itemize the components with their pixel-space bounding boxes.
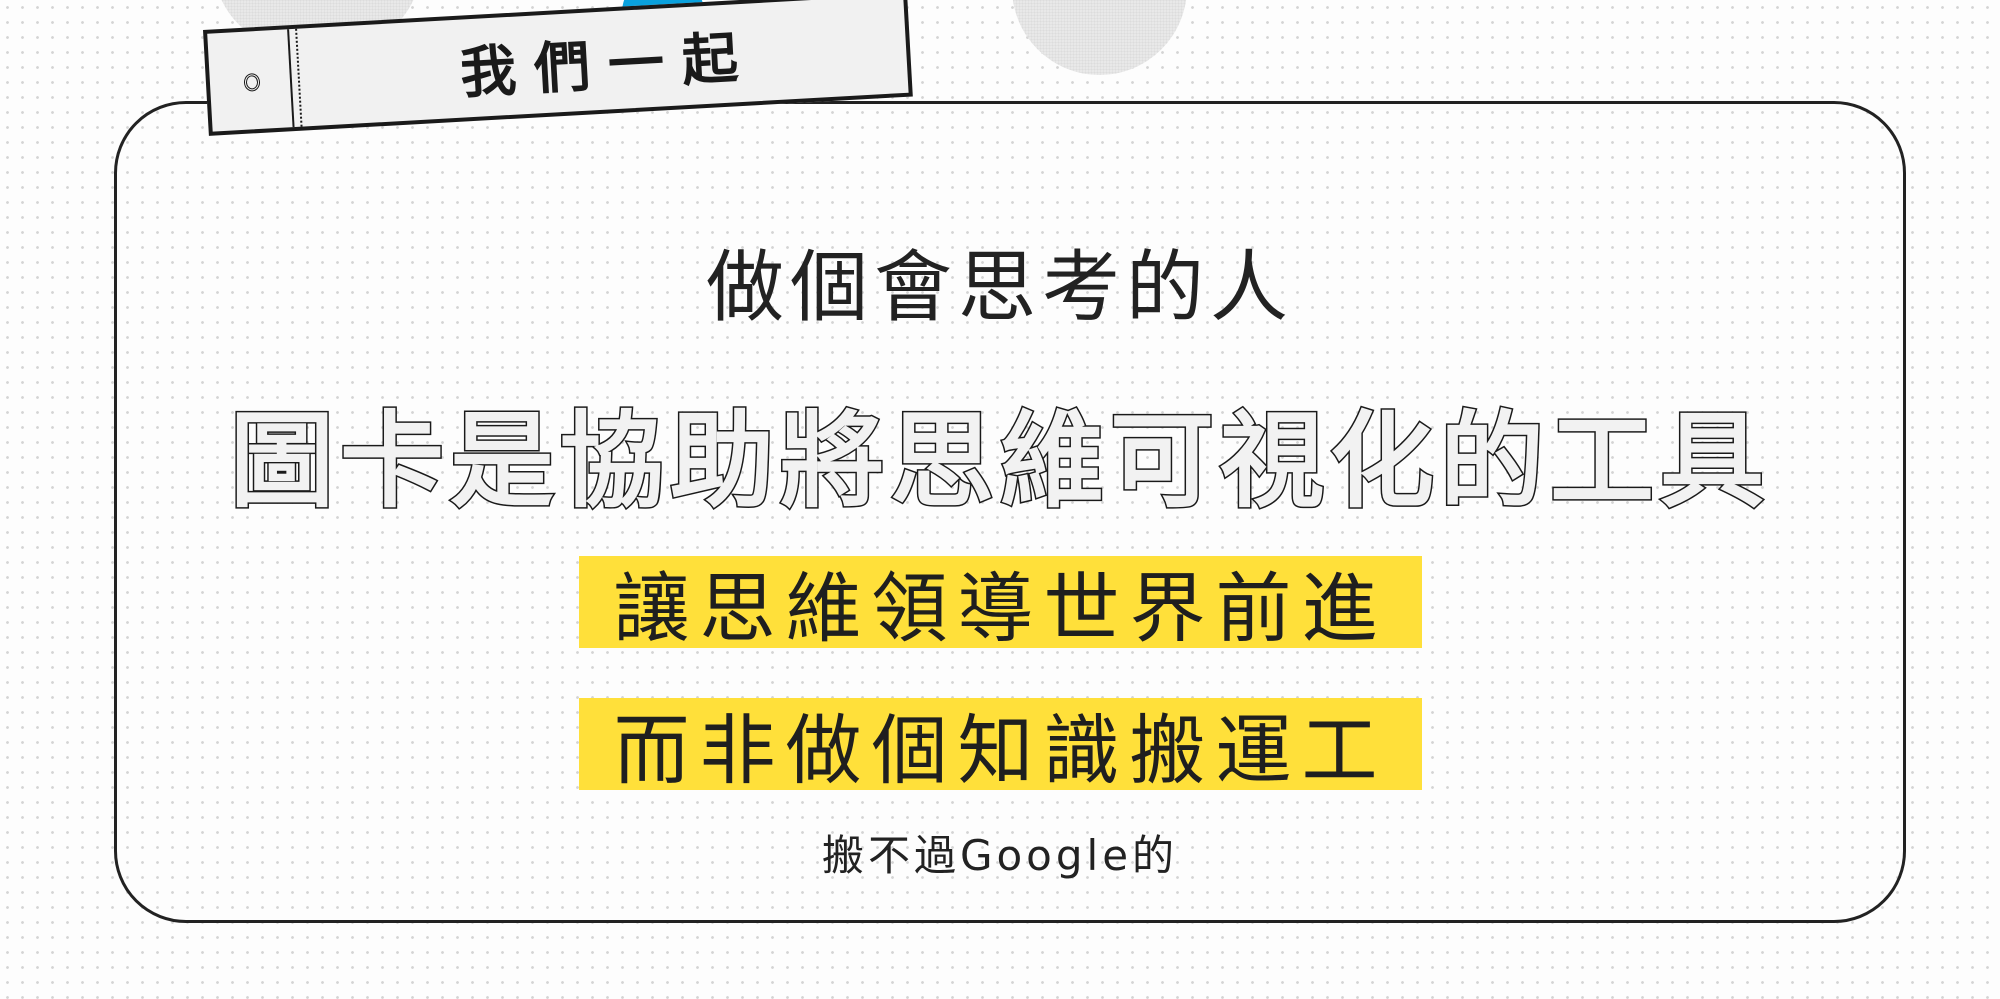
gray-circle-right-decoration — [1012, 0, 1187, 75]
tag-hole-icon — [243, 72, 261, 92]
outline-title: 圖卡是協助將思維可視化的工具 — [228, 399, 1770, 524]
content-card — [114, 101, 1906, 923]
highlight-line-1: 讓思維領導世界前進 — [579, 556, 1422, 653]
headline: 做個會思考的人 — [705, 243, 1294, 333]
highlight-line-2: 而非做個知識搬運工 — [579, 698, 1422, 795]
footnote: 搬不過Google的 — [821, 831, 1179, 880]
